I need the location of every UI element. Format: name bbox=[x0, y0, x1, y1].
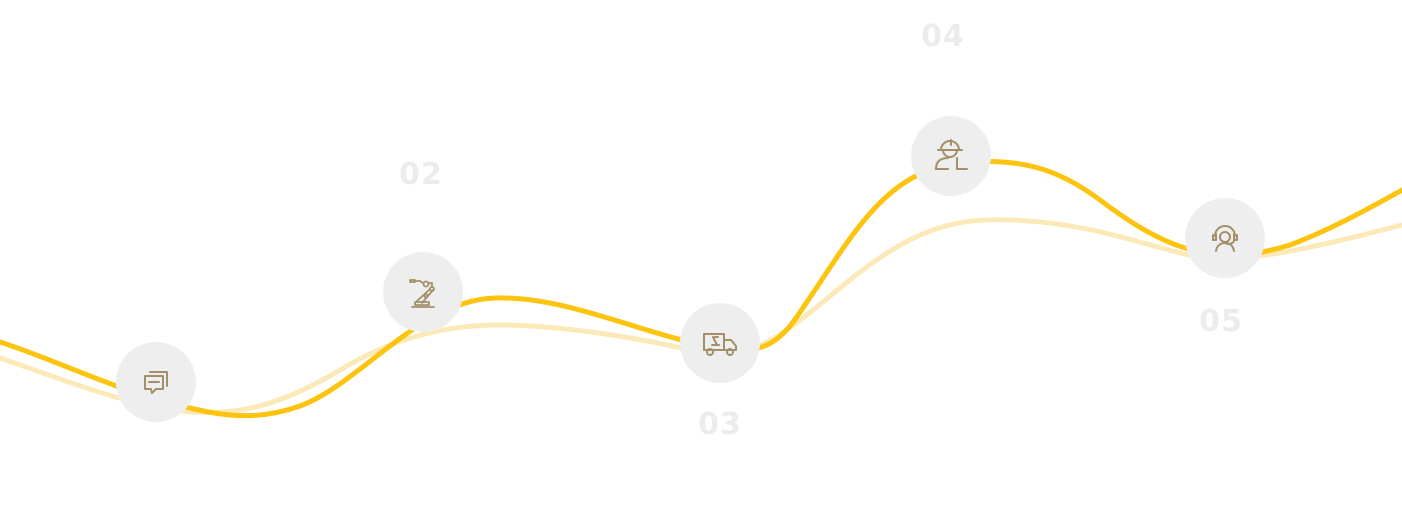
customer-support-headset-icon bbox=[1212, 225, 1238, 252]
step-5-number: 05 bbox=[1199, 304, 1243, 339]
delivery-truck-icon bbox=[703, 333, 737, 356]
chat-message-icon bbox=[144, 371, 168, 394]
step-4-number: 04 bbox=[921, 19, 965, 54]
step-3-number: 03 bbox=[698, 407, 742, 442]
step-4-node[interactable] bbox=[911, 116, 991, 196]
step-1-node[interactable] bbox=[116, 342, 196, 422]
step-2-node[interactable] bbox=[383, 252, 463, 332]
step-3-node[interactable] bbox=[680, 303, 760, 383]
step-2-number: 02 bbox=[399, 157, 443, 192]
robot-arm-icon bbox=[409, 279, 435, 308]
step-5-node[interactable] bbox=[1185, 198, 1265, 278]
engineer-helmet-icon bbox=[935, 139, 968, 170]
